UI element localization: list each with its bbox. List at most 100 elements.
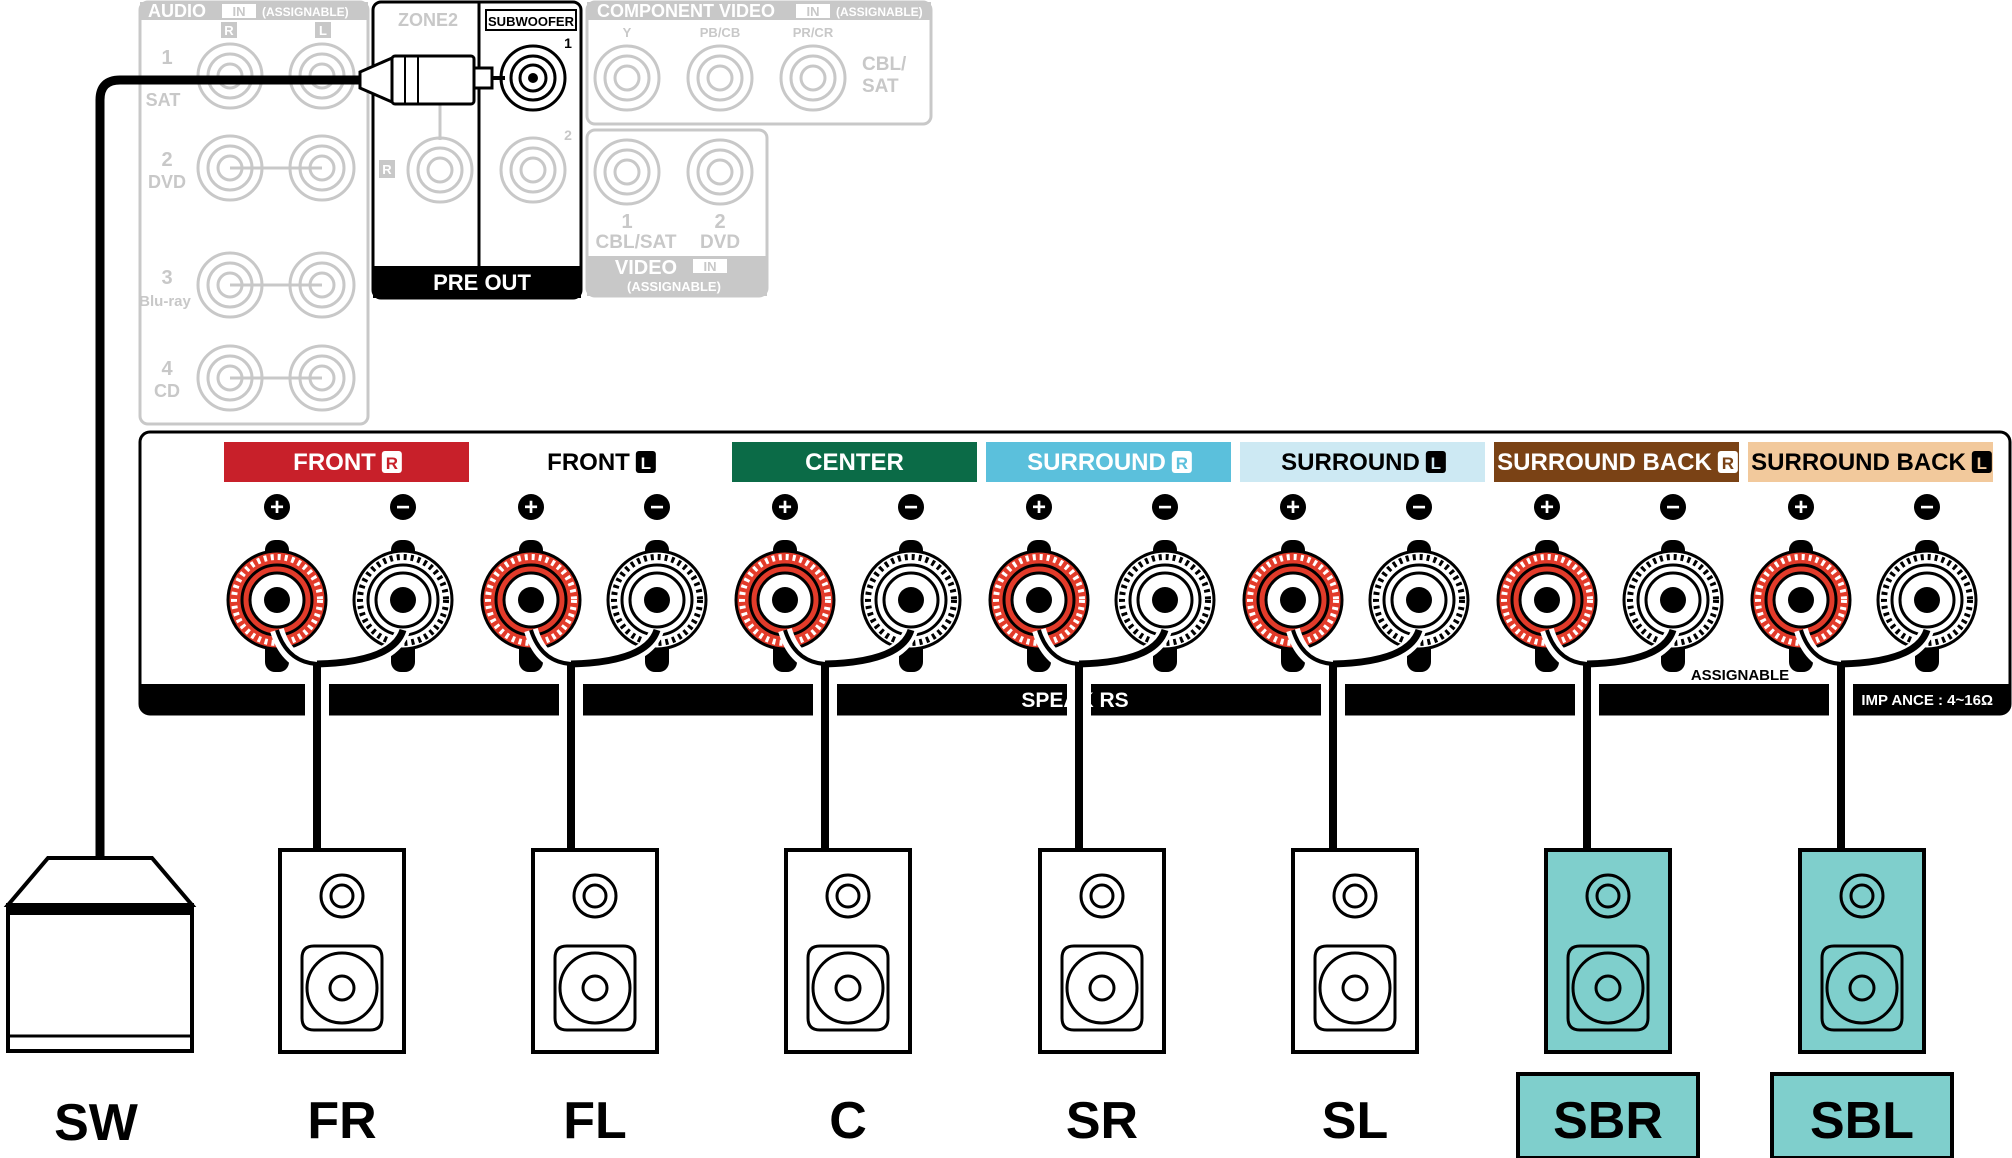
plus-terminal-1[interactable]: + [226, 494, 328, 672]
audio-row-3-num: 3 [161, 267, 172, 289]
video-in-title: VIDEO [615, 257, 677, 279]
minus-terminal-4[interactable]: − [1114, 494, 1216, 672]
audio-rca-jacks [196, 42, 356, 412]
video-jack-1-num: 1 [621, 211, 632, 233]
audio-row-1-name: SAT [146, 90, 181, 110]
audio-in-col-right: R [224, 23, 234, 38]
plus-terminal-7[interactable]: + [1750, 494, 1852, 672]
plus-terminal-4[interactable]: + [988, 494, 1090, 672]
plus-terminal-5[interactable]: + [1242, 494, 1344, 672]
plus-symbol: + [1032, 494, 1046, 521]
subwoofer-jack-2 [499, 136, 567, 204]
channel-header-badge: L [1977, 454, 1987, 473]
speaker-label: SW [54, 1094, 139, 1152]
pre-out-label: PRE OUT [433, 270, 531, 295]
zone2-title: ZONE2 [398, 10, 458, 30]
minus-terminal-3[interactable]: − [860, 494, 962, 672]
component-video-assignable: (ASSIGNABLE) [836, 5, 923, 19]
component-video-panel: COMPONENT VIDEO IN (ASSIGNABLE) Y PB/CB … [585, 0, 933, 126]
video-in-assignable: (ASSIGNABLE) [627, 279, 721, 294]
speaker-label: SL [1322, 1092, 1388, 1150]
speaker-sbr: SBR [1516, 848, 1700, 1158]
audio-row-4-name: CD [154, 381, 180, 401]
channel-header-label: SURROUND [1027, 449, 1166, 476]
plus-symbol: + [1794, 494, 1808, 521]
subwoofer-cable [95, 54, 505, 860]
plus-terminal-2[interactable]: + [480, 494, 582, 672]
speaker-sw: SW [3, 856, 197, 1152]
plus-symbol: + [524, 494, 538, 521]
speaker-row: SW FR FL C SR SL SBR SBL [3, 848, 1954, 1158]
video-in-badge: IN [704, 259, 717, 274]
component-video-title: COMPONENT VIDEO [597, 1, 775, 21]
audio-in-badge: IN [233, 4, 246, 19]
component-source-line1: CBL/ [862, 54, 907, 75]
audio-in-assignable: (ASSIGNABLE) [262, 5, 349, 19]
component-jack-y-label: Y [623, 25, 632, 40]
channel-header-badge: L [641, 454, 651, 473]
speaker-sbl: SBL [1770, 848, 1954, 1158]
video-jack-1-name: CBL/SAT [596, 232, 677, 253]
audio-row-3-name: Blu-ray [139, 293, 191, 310]
minus-symbol: − [1666, 494, 1680, 521]
subwoofer-port1-label: 1 [564, 35, 572, 51]
minus-symbol: − [1158, 494, 1172, 521]
zone2-jacks: R [379, 100, 474, 204]
speakers-impedance-label: IMP ANCE : 4~16Ω [1861, 692, 1993, 709]
minus-terminal-2[interactable]: − [606, 494, 708, 672]
minus-terminal-6[interactable]: − [1622, 494, 1724, 672]
speaker-label: FR [307, 1092, 376, 1150]
audio-row-2-num: 2 [161, 149, 172, 171]
plus-symbol: + [1286, 494, 1300, 521]
speaker-label: SBL [1810, 1092, 1914, 1150]
channel-header-2: FRONT L [478, 442, 723, 482]
plus-symbol: + [1540, 494, 1554, 521]
speaker-label: C [829, 1092, 867, 1150]
speaker-label: FL [563, 1092, 627, 1150]
channel-header-5: SURROUND L [1240, 442, 1485, 482]
channel-header-label: SURROUND BACK [1497, 449, 1712, 476]
subwoofer-port2-label: 2 [564, 127, 572, 143]
audio-row-2-name: DVD [148, 172, 186, 192]
minus-symbol: − [1412, 494, 1426, 521]
minus-symbol: − [1920, 494, 1934, 521]
speaker-fl: FL [531, 848, 659, 1150]
subwoofer-title: SUBWOOFER [488, 14, 575, 29]
speaker-label: SBR [1553, 1092, 1663, 1150]
minus-symbol: − [396, 494, 410, 521]
minus-symbol: − [650, 494, 664, 521]
channel-header-label: FRONT [547, 449, 630, 476]
video-jack-2-name: DVD [700, 232, 740, 253]
channel-header-label: SURROUND BACK [1751, 449, 1966, 476]
subwoofer-jack-1[interactable] [499, 44, 567, 112]
speaker-cables [270, 627, 1934, 850]
zone2-r-label: R [382, 162, 392, 177]
channel-header-label: CENTER [805, 449, 904, 476]
component-source-line2: SAT [862, 76, 899, 97]
plus-terminal-6[interactable]: + [1496, 494, 1598, 672]
speaker-label: SR [1066, 1092, 1138, 1150]
plus-terminal-3[interactable]: + [734, 494, 836, 672]
component-jacks [593, 44, 847, 112]
speaker-sl: SL [1291, 848, 1419, 1150]
audio-in-col-left: L [319, 23, 327, 38]
minus-terminal-7[interactable]: − [1876, 494, 1978, 672]
channel-header-label: SURROUND [1281, 449, 1420, 476]
video-jack-2-num: 2 [714, 211, 725, 233]
speaker-sr: SR [1038, 848, 1166, 1150]
component-jack-pr-label: PR/CR [793, 25, 834, 40]
video-jacks [593, 138, 754, 206]
channel-header-7: SURROUND BACK L [1748, 442, 1993, 482]
audio-in-panel: AUDIO IN (ASSIGNABLE) R L 1 SAT 2 DVD 3 … [138, 0, 370, 426]
speakers-assignable-label: ASSIGNABLE [1691, 667, 1789, 684]
channel-header-badge: L [1431, 454, 1441, 473]
channel-header-3: CENTER [732, 442, 977, 482]
audio-row-4-num: 4 [161, 358, 173, 380]
minus-terminal-1[interactable]: − [352, 494, 454, 672]
audio-in-title: AUDIO [148, 1, 206, 21]
plus-symbol: + [778, 494, 792, 521]
pre-out-panel: PRE OUT ZONE2 R SUBWOOFER 1 2 [371, 0, 583, 300]
minus-symbol: − [904, 494, 918, 521]
